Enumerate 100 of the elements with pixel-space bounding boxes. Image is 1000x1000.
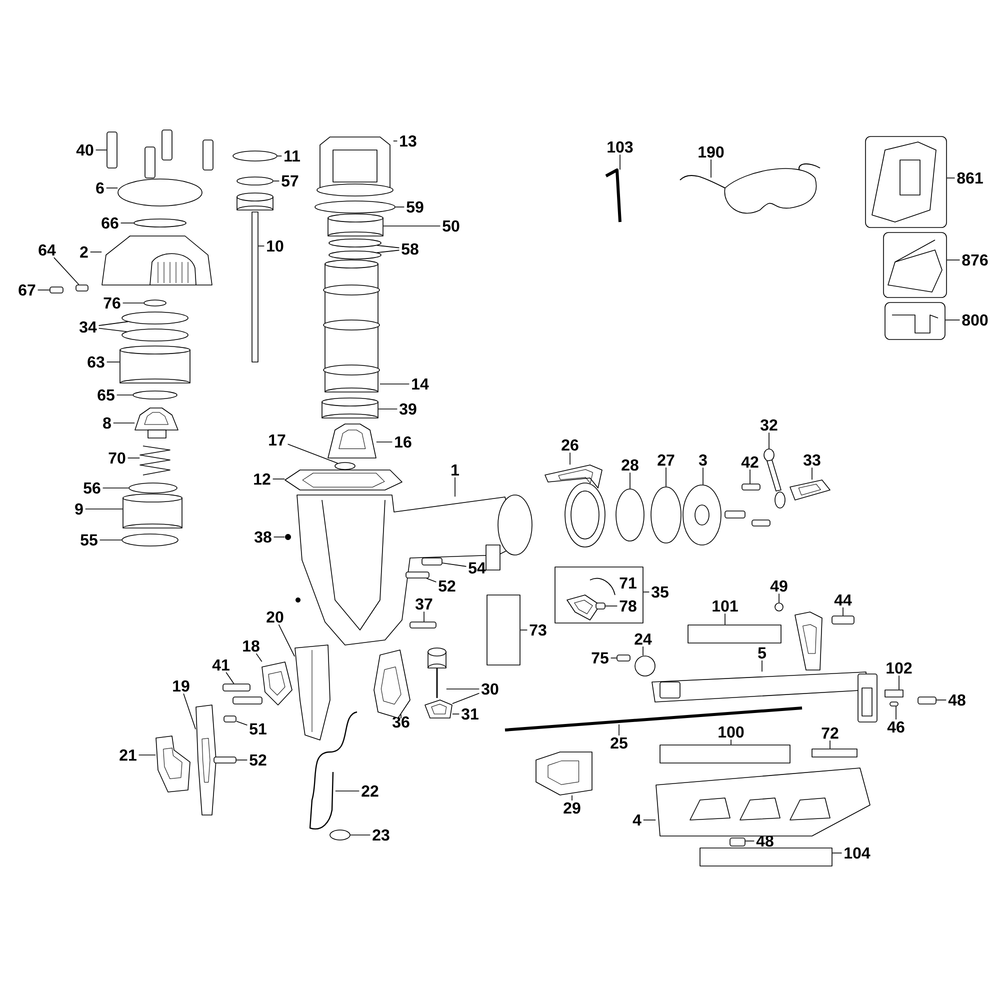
callout-number: 32	[760, 419, 778, 431]
callout-number: 64	[38, 244, 56, 256]
callout-number: 102	[886, 662, 912, 674]
plate	[616, 488, 644, 542]
callout-number: 8	[103, 417, 111, 429]
callout-number: 27	[658, 454, 674, 466]
callout-number: 1	[452, 464, 459, 476]
callout-number: 35	[651, 586, 668, 598]
snap-ring	[650, 486, 682, 544]
leader-line	[768, 432, 770, 449]
roller	[634, 656, 656, 676]
callout-number: 876	[962, 254, 988, 266]
parts-kit-frame	[554, 566, 644, 624]
leader-line	[395, 206, 405, 208]
wire-link	[590, 578, 616, 596]
leader-line	[376, 245, 400, 248]
callout-number: 14	[412, 378, 429, 390]
callout-number: 103	[608, 141, 633, 153]
cylinder-cap	[102, 236, 212, 286]
callout-number: 861	[957, 172, 983, 184]
callout-number: 66	[102, 217, 118, 229]
o-ring	[122, 534, 178, 546]
callout-number: 36	[392, 716, 410, 728]
callout-number: 5	[758, 647, 766, 659]
filter	[120, 346, 190, 384]
clip	[330, 830, 350, 840]
leader-line	[778, 593, 780, 603]
callout-number: 21	[120, 749, 136, 761]
leader-line	[745, 840, 755, 842]
pin	[406, 572, 430, 578]
callout-number: 39	[399, 403, 416, 415]
callout-number: 42	[741, 456, 758, 468]
bolt	[222, 684, 250, 692]
callout-number: 6	[96, 182, 104, 194]
leader-line	[122, 302, 144, 304]
leader-line	[273, 180, 280, 182]
oil-can-drawing	[892, 314, 938, 334]
pin	[890, 702, 898, 706]
callout-number: 58	[402, 243, 418, 255]
callout-number: 46	[887, 721, 904, 733]
leader-line	[618, 724, 620, 736]
o-ring	[334, 462, 356, 470]
trigger-valve	[294, 644, 330, 740]
callout-number: 9	[75, 503, 83, 515]
leader-line	[400, 714, 402, 719]
callout-number: 71	[620, 578, 636, 588]
leader-line	[452, 692, 480, 704]
leader-line	[120, 222, 134, 224]
ring	[322, 398, 378, 418]
case-drawing	[872, 142, 936, 222]
callout-number: 30	[481, 683, 498, 695]
pin	[596, 602, 606, 610]
callout-number: 22	[362, 785, 378, 797]
callout-number: 51	[250, 723, 266, 735]
o-ring	[122, 328, 188, 342]
valve-base	[424, 700, 452, 718]
wire-spring	[309, 711, 358, 830]
cap	[118, 178, 202, 206]
window	[486, 594, 520, 666]
screw	[752, 520, 770, 526]
safety-glasses	[680, 163, 820, 214]
callout-number: 54	[468, 562, 486, 574]
leader-line	[446, 688, 480, 690]
leader-line	[702, 467, 704, 485]
callout-number: 2	[80, 246, 88, 258]
leader-line	[350, 834, 371, 836]
callout-number: 19	[173, 680, 190, 692]
o-ring	[132, 390, 178, 400]
bolt	[832, 616, 854, 624]
hex-key	[605, 168, 622, 222]
callout-number: 70	[108, 452, 126, 464]
callout-number: 25	[610, 737, 628, 749]
callout-number: 44	[834, 594, 852, 606]
callout-number: 12	[254, 473, 270, 485]
label-strip	[688, 624, 782, 644]
pin	[410, 622, 436, 628]
leader-line	[226, 672, 234, 684]
dust-cap	[764, 448, 786, 508]
callout-number: 26	[562, 439, 578, 451]
end-cap	[682, 484, 722, 546]
leader-line	[710, 159, 712, 178]
label-strip	[660, 744, 790, 764]
trigger	[156, 736, 190, 792]
gasket	[134, 218, 186, 228]
bracket	[794, 612, 822, 670]
magazine	[656, 768, 870, 836]
callout-number: 24	[634, 633, 652, 645]
callout-number: 34	[79, 321, 97, 333]
latch-plate	[566, 594, 600, 620]
o-ring	[328, 250, 382, 260]
contact-arm	[196, 704, 216, 816]
callout-number: 52	[250, 754, 266, 766]
callout-number: 31	[461, 708, 478, 720]
pin	[50, 286, 64, 294]
pin	[214, 756, 236, 764]
callout-number: 33	[803, 454, 820, 466]
leader-line	[273, 536, 285, 538]
o-ring	[236, 176, 274, 186]
callout-number: 11	[284, 150, 300, 162]
leader-line	[378, 408, 398, 410]
